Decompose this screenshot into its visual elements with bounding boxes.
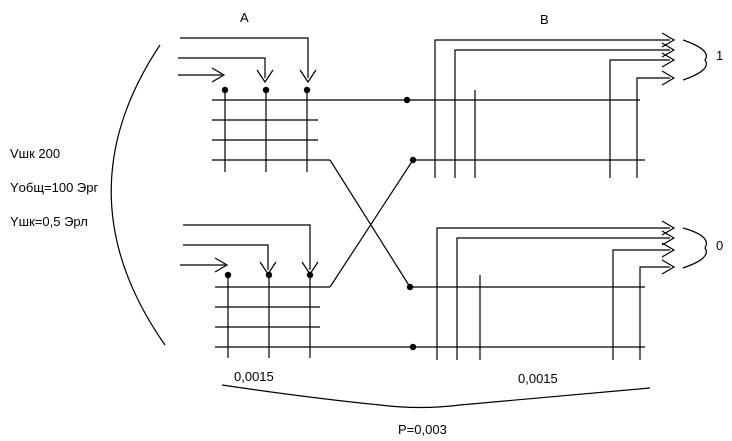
stage-a-bottom-block [180, 224, 645, 358]
stage-a-top-block [178, 37, 640, 172]
output-0-brace [682, 227, 707, 269]
output-1-label: 1 [716, 48, 723, 63]
output-0-label: 0 [716, 238, 723, 253]
param-y-total-label: Yобщ=100 Эрг [10, 180, 99, 195]
param-v-label: Vшк 200 [10, 146, 60, 161]
stage-b-label: B [540, 12, 549, 27]
stage-b-bottom-block: 0 [436, 220, 723, 360]
prob-a-label: 0,0015 [234, 369, 274, 384]
output-1-brace [682, 39, 707, 81]
cross-links [329, 96, 645, 351]
param-y-shk-label: Yшк=0,5 Эрл [10, 214, 88, 229]
prob-total-label: P=0,003 [398, 422, 447, 437]
stage-b-top-block: 1 [434, 32, 723, 178]
prob-b-label: 0,0015 [518, 371, 558, 386]
stage-a-label: A [240, 10, 249, 25]
bottom-brace [221, 384, 651, 409]
left-bracket-arc [110, 44, 166, 346]
